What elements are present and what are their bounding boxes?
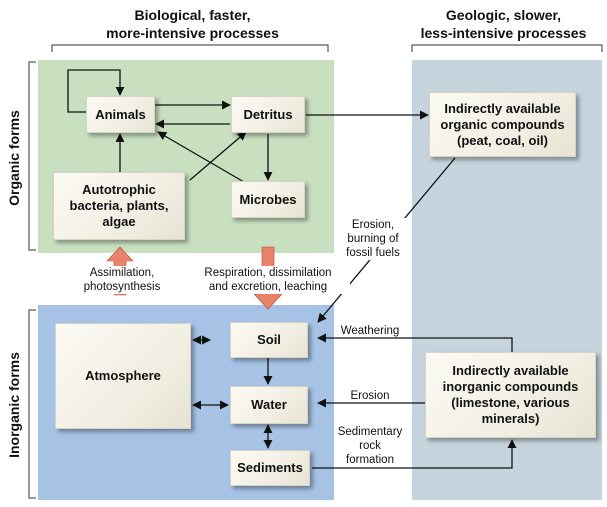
biological-header-bracket [51,44,329,52]
respiration-line-1: Respiration, dissimilation [204,267,332,279]
erosion-burning-line-3: fossil fuels [346,247,400,259]
water-label: Water [251,397,287,412]
animals-box: Animals [86,96,155,133]
microbes-box: Microbes [231,181,305,218]
microbes-label: Microbes [239,191,297,207]
erosion-burning-label: Erosion, burning of fossil fuels [335,218,411,260]
sedimentary-line-1: Sedimentary [337,426,403,438]
geologic-header-line-2: less-intensive processes [420,25,587,41]
microbes-to-animals-arrow [157,131,245,183]
organic-compounds-line-1: Indirectly available [444,100,561,116]
autotrophs-line-2: bacteria, plants, [69,198,169,213]
inorganic-compounds-line-3: (limestone, various [451,395,570,410]
organic-compounds-line-2: organic compounds [440,116,565,132]
atmosphere-box: Atmosphere [55,323,191,429]
autotrophs-to-detritus-arrow [189,131,247,181]
assimilation-label: Assimilation, photosynthesis [62,266,182,294]
organic-side-bracket [28,61,36,251]
detritus-box: Detritus [231,96,305,133]
autotrophs-line-1: Autotrophic [82,182,156,197]
inorganic-compounds-line-1: Indirectly available [452,363,569,378]
soil-label: Soil [257,332,281,347]
organic-compounds-line-3: (peat, coal, oil) [456,132,548,148]
erosion-label: Erosion [340,389,400,403]
sediments-box: Sediments [230,450,310,486]
assimilation-line-1: Assimilation, [89,267,155,279]
atmosphere-label: Atmosphere [85,368,161,383]
sedimentary-line-3: formation [346,454,394,466]
sediments-label: Sediments [237,460,303,475]
inorganic-compounds-line-4: minerals) [481,411,540,426]
autotrophs-line-3: algae [102,214,136,229]
inorganic-compounds-box: Indirectly available inorganic compounds… [425,352,596,438]
sedimentary-label: Sedimentary rock formation [330,425,410,467]
biological-header-line-2: more-intensive processes [106,25,279,41]
respiration-label: Respiration, dissimilation and excretion… [186,266,350,294]
sedimentary-line-2: rock [359,440,381,452]
erosion-text: Erosion [350,390,390,402]
weathering-arrow [317,333,513,352]
biological-processes-header: Biological, faster, more-intensive proce… [60,6,325,42]
sedimentary-formation-arrow [312,439,517,469]
geologic-header-line-1: Geologic, slower, [445,7,562,23]
weathering-text: Weathering [340,325,400,337]
inorganic-side-bracket [28,309,36,499]
organic-compounds-box: Indirectly available organic compounds (… [429,92,576,157]
assimilation-line-2: photosynthesis [83,281,161,293]
animals-label: Animals [95,106,146,122]
biological-header-line-1: Biological, faster, [134,7,251,23]
soil-box: Soil [230,322,308,358]
animals-self-loop-arrow [67,69,125,113]
autotrophs-box: Autotrophic bacteria, plants, algae [53,172,185,240]
geologic-processes-header: Geologic, slower, less-intensive process… [400,6,607,42]
inorganic-compounds-line-2: inorganic compounds [442,379,579,394]
erosion-burning-line-2: burning of [347,233,399,245]
detritus-label: Detritus [243,106,293,122]
geologic-header-bracket [411,44,603,52]
water-box: Water [230,386,308,424]
erosion-burning-line-1: Erosion, [351,219,395,231]
weathering-label: Weathering [330,324,410,338]
respiration-line-2: and excretion, leaching [208,281,328,293]
